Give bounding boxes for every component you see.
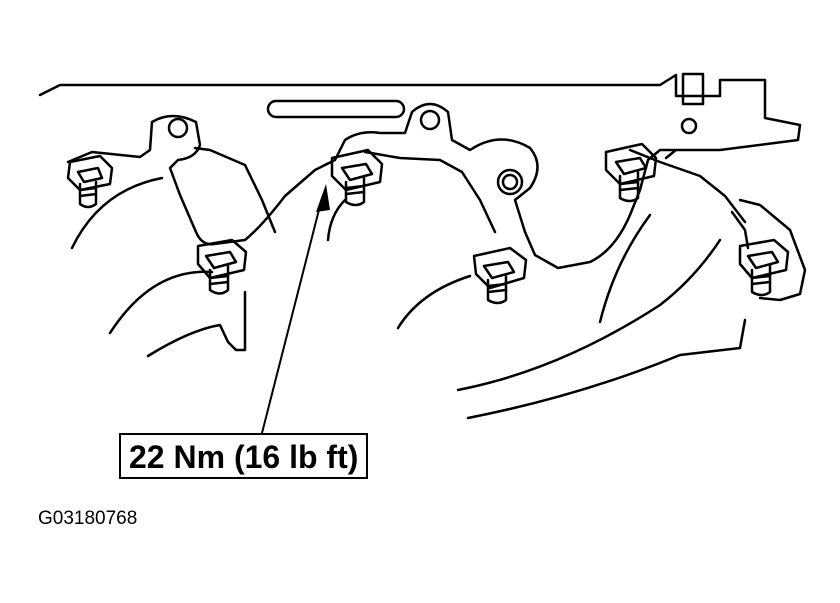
stud-hole (419, 109, 441, 131)
flange-ridge (628, 148, 747, 224)
flange-nut (66, 154, 114, 209)
head-slot (266, 99, 406, 119)
head-hole (680, 117, 698, 135)
runner-tube (456, 238, 722, 392)
stud-hole (167, 117, 189, 139)
torque-callout: 22 Nm (16 lb ft) (119, 433, 369, 479)
casting-edge (730, 210, 750, 250)
cylinder-head-outline (38, 73, 802, 160)
figure-id: G03180768 (38, 508, 138, 529)
flange-nut (604, 142, 658, 203)
flange-nut (330, 148, 384, 207)
flange-hole-inner (501, 173, 519, 191)
flange-ridge (193, 146, 277, 234)
flange-nut (196, 238, 248, 295)
runner-tube (396, 274, 472, 330)
head-boss (681, 72, 705, 106)
runner-tube (146, 290, 247, 358)
flange-nut (738, 238, 790, 297)
callout-arrowhead (316, 184, 330, 212)
runner-tube (466, 318, 747, 420)
flange-nut (472, 246, 528, 305)
flange-hole (496, 168, 524, 196)
flange-ridge (363, 150, 497, 234)
runner-tube (326, 198, 347, 242)
casting-edge (738, 198, 807, 302)
callout-leader-line (261, 197, 323, 434)
manifold-flange (66, 102, 677, 270)
runner-tube (70, 176, 164, 250)
runner-tube (598, 213, 652, 324)
runner-tube (108, 270, 214, 335)
